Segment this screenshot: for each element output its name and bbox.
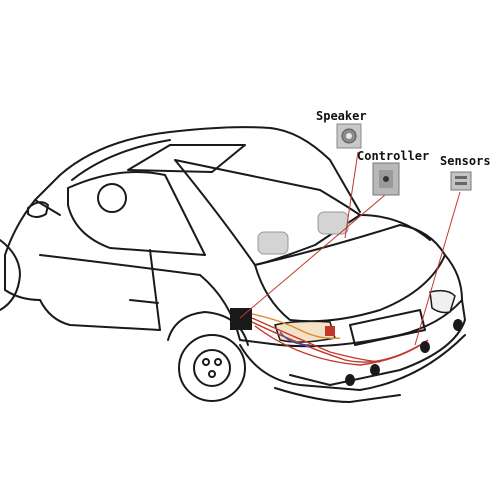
sensor-icon bbox=[450, 171, 472, 191]
car-outline bbox=[0, 126, 466, 403]
leader-lines bbox=[239, 151, 461, 346]
bumper-sensors bbox=[345, 319, 463, 386]
controller-mount bbox=[230, 308, 252, 330]
sensors-label: Sensors bbox=[440, 154, 491, 168]
controller-icon bbox=[372, 162, 400, 196]
controller-label: Controller bbox=[357, 149, 430, 163]
speaker-label: Speaker bbox=[316, 109, 367, 123]
speaker-icon bbox=[336, 123, 362, 149]
tail-lights bbox=[274, 289, 456, 343]
headrests bbox=[257, 211, 349, 255]
wiring-harness bbox=[251, 313, 429, 366]
